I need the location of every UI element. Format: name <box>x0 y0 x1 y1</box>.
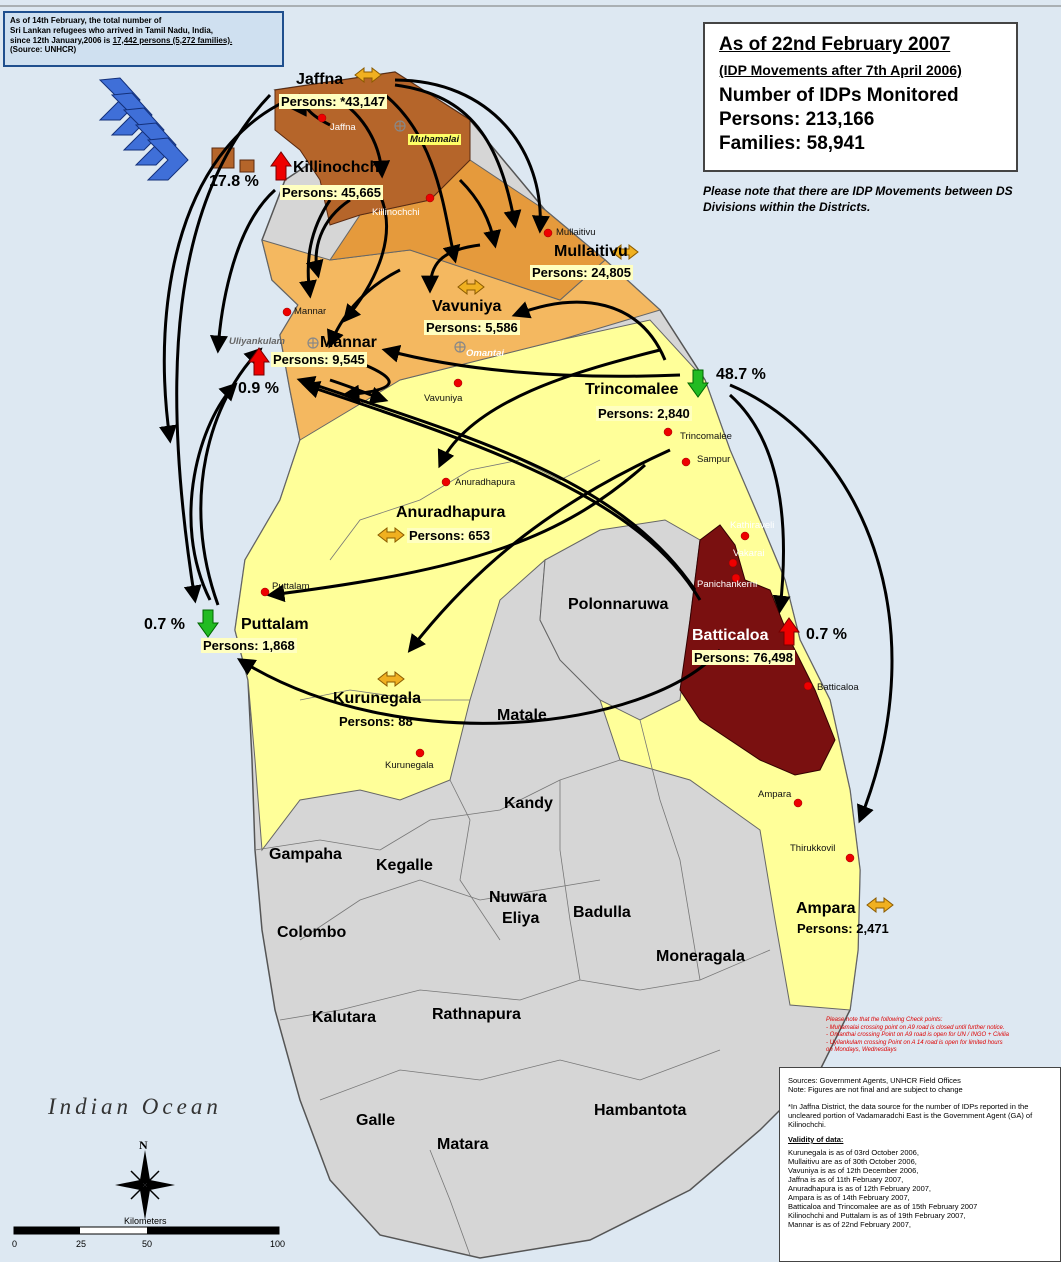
district-persons-mannar: Persons: 9,545 <box>271 352 367 367</box>
scale-tick-50: 50 <box>142 1239 153 1249</box>
district-persons-anuradhapura: Persons: 653 <box>407 528 492 543</box>
district-polonnaruwa: Polonnaruwa <box>568 596 669 613</box>
movement-note: Please note that there are IDP Movements… <box>703 184 1013 214</box>
idp-movement-arrows <box>159 78 894 824</box>
district-persons-ampara: Persons: 2,471 <box>797 921 889 936</box>
refugee-note: As of 14th February, the total number of… <box>3 11 284 67</box>
summary-box: As of 22nd February 2007 (IDP Movements … <box>703 22 1018 172</box>
district-change-trincomalee: 48.7 % <box>716 366 766 383</box>
town-thirukkovil: Thirukkovil <box>790 843 836 854</box>
district-name-mullaitivu: Mullaitivu <box>554 243 628 260</box>
district-name-puttalam: Puttalam <box>241 616 309 633</box>
decrease-arrow-icon <box>197 609 219 638</box>
increase-arrow-icon <box>248 347 270 376</box>
town-batticaloa: Batticaloa <box>817 682 859 693</box>
town-kathiraveli: Kathiraveli <box>730 520 775 531</box>
town-markers <box>260 113 855 863</box>
district-persons-jaffna: Persons: *43,147 <box>279 94 388 109</box>
scale-tick-0: 0 <box>12 1239 18 1249</box>
summary-date: As of 22nd February 2007 <box>719 34 951 55</box>
district-name-batticaloa: Batticaloa <box>692 627 769 644</box>
compass-north-label: N <box>139 1138 148 1152</box>
district-gampaha: Gampaha <box>269 846 342 863</box>
district-kegalle: Kegalle <box>376 857 433 874</box>
district-name-anuradhapura: Anuradhapura <box>396 504 506 521</box>
scale-tick-100: 100 <box>270 1239 286 1249</box>
district-hambantota: Hambantota <box>594 1102 687 1119</box>
checkpoint-note: Please note that the following Check poi… <box>826 1017 1010 1053</box>
crossing-point-icons <box>307 120 466 353</box>
district-galle: Galle <box>356 1112 396 1129</box>
town-muhamalai: Muhamalai <box>408 134 462 145</box>
district-name-trincomalee: Trincomalee <box>585 381 679 398</box>
summary-families: Families: 58,941 <box>719 132 865 154</box>
district-kandy: Kandy <box>504 795 553 812</box>
increase-arrow-icon <box>270 151 292 181</box>
sources-box: Sources: Government Agents, UNHCR Field … <box>779 1067 1061 1262</box>
town-ampara: Ampara <box>758 789 792 800</box>
compass-rose-icon <box>115 1150 175 1220</box>
town-uliyankulam: Uliyankulam <box>229 336 285 347</box>
district-eliya: Eliya <box>502 910 540 927</box>
scale-bar <box>13 1226 280 1235</box>
district-kalutara: Kalutara <box>312 1009 377 1026</box>
district-name-vavuniya: Vavuniya <box>432 298 502 315</box>
district-matale: Matale <box>497 707 547 724</box>
district-persons-trincomalee: Persons: 2,840 <box>596 406 692 421</box>
town-kurunegala: Kurunegala <box>385 760 434 771</box>
district-change-puttalam: 0.7 % <box>144 616 185 633</box>
district-persons-mullaitivu: Persons: 24,805 <box>530 265 634 280</box>
decrease-arrow-icon <box>687 369 709 398</box>
district-moneragala: Moneragala <box>656 948 745 965</box>
town-trincomalee: Trincomalee <box>680 431 732 442</box>
ocean-label: Indian Ocean <box>48 1094 222 1119</box>
district-name-ampara: Ampara <box>796 900 856 917</box>
district-name-jaffna: Jaffna <box>296 71 344 88</box>
district-colombo: Colombo <box>277 924 347 941</box>
town-vakarai: Vakarai <box>733 548 765 559</box>
summary-persons: Persons: 213,166 <box>719 108 875 130</box>
district-matara: Matara <box>437 1136 489 1153</box>
district-persons-puttalam: Persons: 1,868 <box>201 638 297 653</box>
district-persons-batticaloa: Persons: 76,498 <box>692 650 796 665</box>
town-jaffna: Jaffna <box>330 122 356 133</box>
district-change-killinochchi: 17.8 % <box>209 173 259 190</box>
summary-subtitle: (IDP Movements after 7th April 2006) <box>719 62 962 78</box>
zone-polonnaruwa <box>539 519 701 721</box>
scale-tick-25: 25 <box>76 1239 87 1249</box>
town-anuradhapura: Anuradhapura <box>455 477 516 488</box>
district-name-mannar: Mannar <box>320 334 377 351</box>
district-persons-vavuniya: Persons: 5,586 <box>424 320 520 335</box>
summary-heading: Number of IDPs Monitored <box>719 85 959 106</box>
district-name-kurunegala: Kurunegala <box>333 690 422 707</box>
scale-title: Kilometers <box>124 1216 167 1226</box>
town-vavuniya: Vavuniya <box>424 393 463 404</box>
town-mullaitivu: Mullaitivu <box>556 227 596 238</box>
district-change-mannar: 0.9 % <box>238 380 279 397</box>
change-indicators <box>197 151 800 646</box>
town-omantai: Omantai <box>466 348 505 359</box>
town-killinochchi: Killinochchi <box>372 207 420 218</box>
town-mannar: Mannar <box>294 306 327 317</box>
district-change-batticaloa: 0.7 % <box>806 626 847 643</box>
town-panichankerni: Panichankerni <box>697 579 758 590</box>
district-rathnapura: Rathnapura <box>432 1006 521 1023</box>
two-way-arrow-icons <box>354 66 894 914</box>
district-badulla: Badulla <box>573 904 631 921</box>
district-name-killinochchi: Killinochchi <box>293 159 384 176</box>
district-persons-killinochchi: Persons: 45,665 <box>280 185 384 200</box>
district-nuwara: Nuwara <box>489 889 547 906</box>
direction-chevrons <box>98 77 189 181</box>
district-boundaries <box>254 459 771 1256</box>
increase-arrow-icon <box>778 617 800 646</box>
town-puttalam: Puttalam <box>272 581 310 592</box>
town-sampur: Sampur <box>697 454 731 465</box>
district-persons-kurunegala: Persons: 88 <box>339 714 413 729</box>
